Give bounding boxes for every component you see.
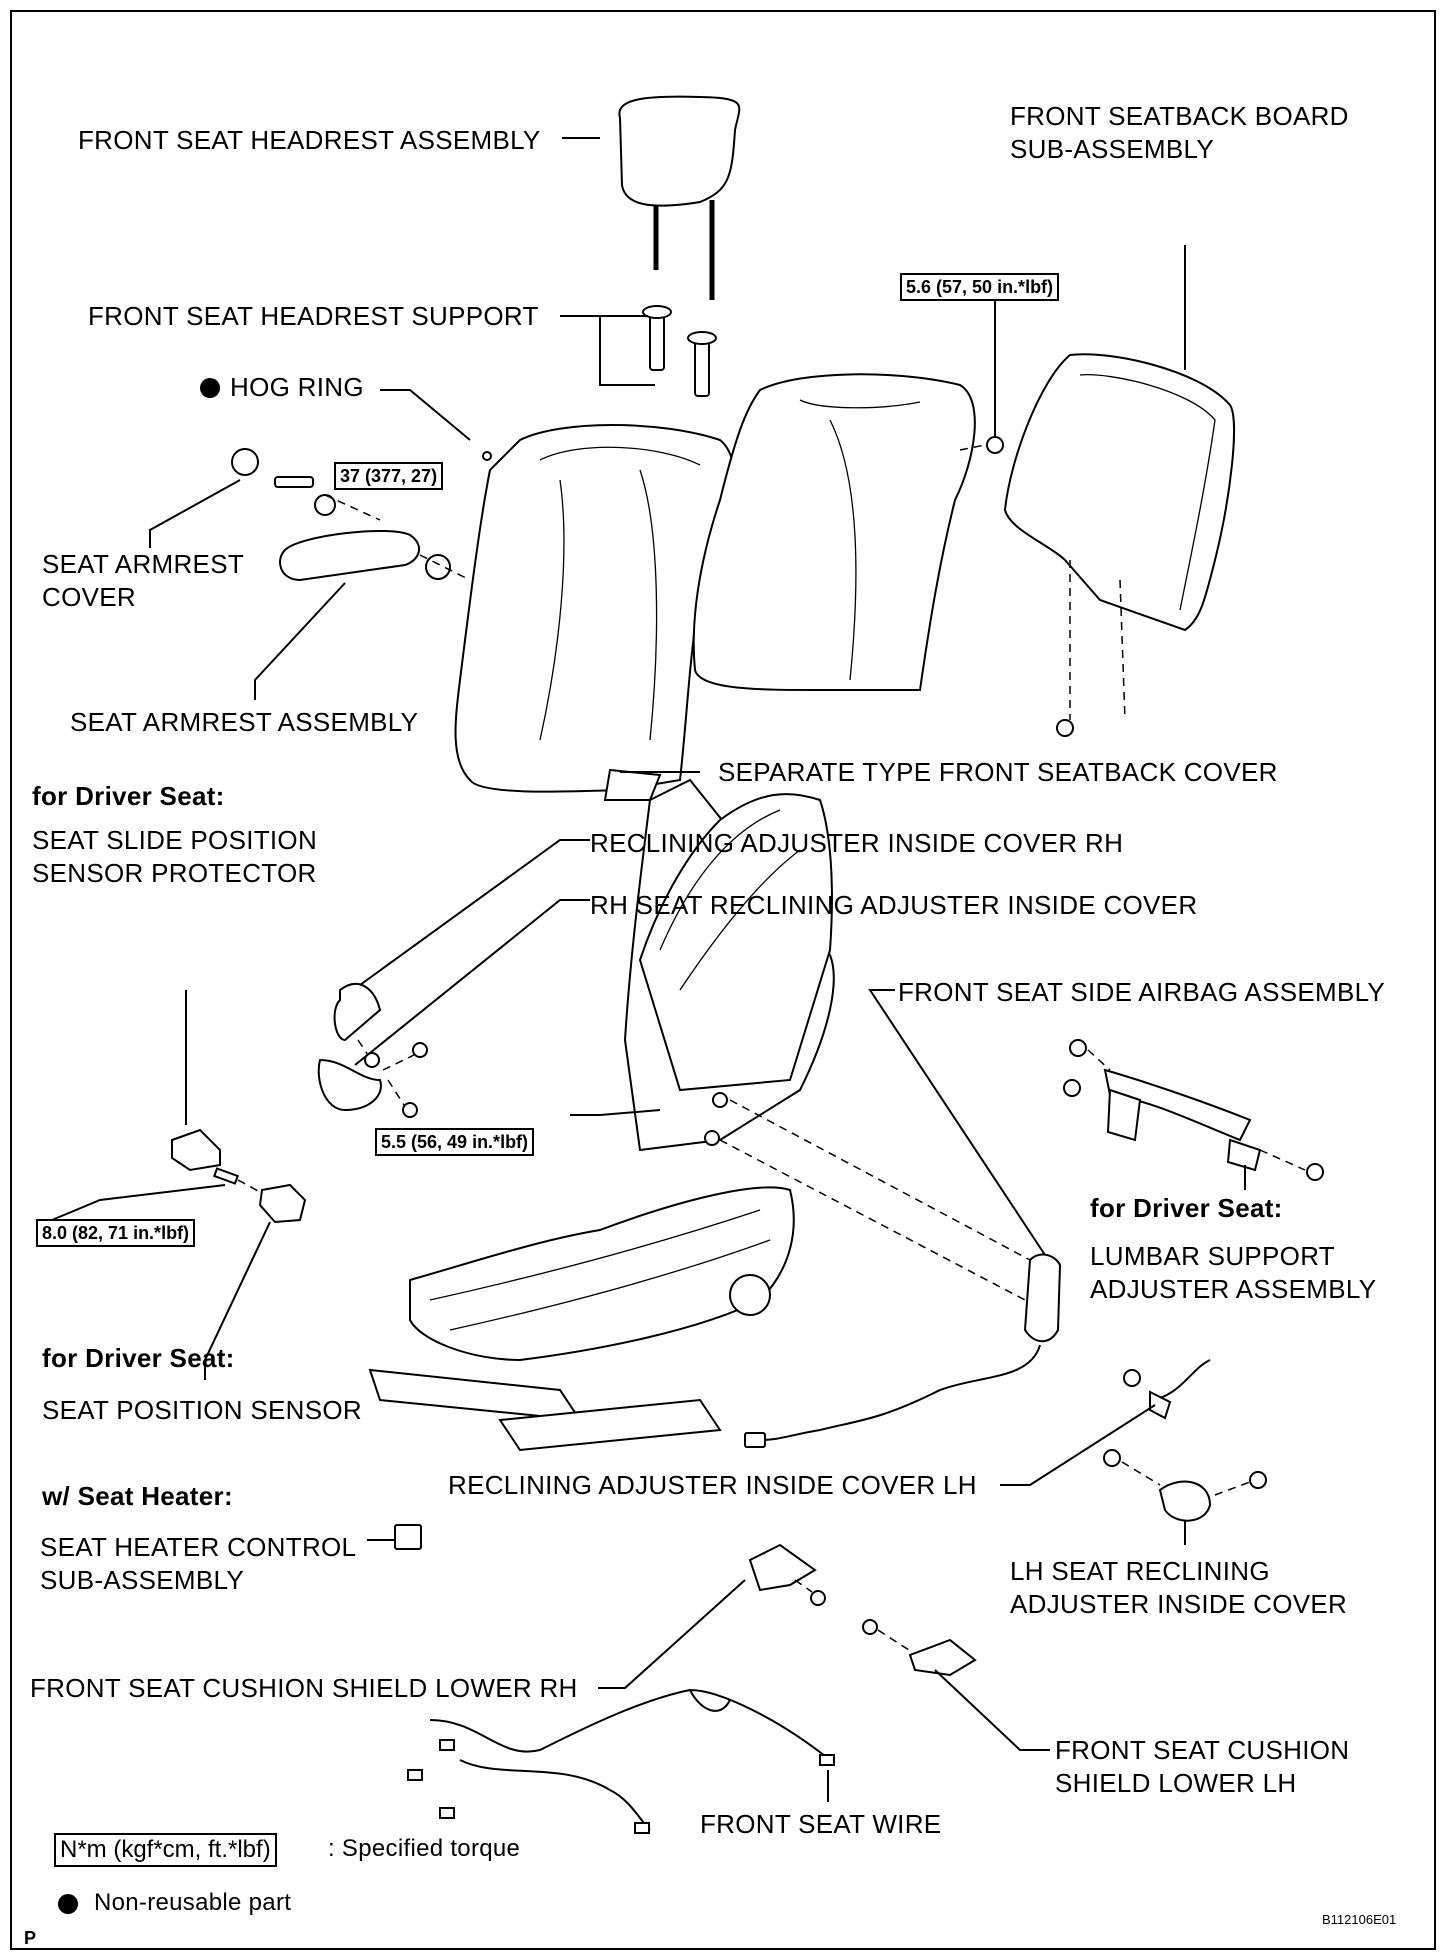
- label-side-airbag: FRONT SEAT SIDE AIRBAG ASSEMBLY: [898, 977, 1386, 1007]
- legend-nonreusable-text: Non-reusable part: [94, 1889, 292, 1916]
- label-slide-protector-2: SENSOR PROTECTOR: [32, 858, 317, 888]
- seat-wire-drawing: [407, 1688, 835, 1834]
- torque-armrest: 37 (377, 27): [334, 462, 444, 490]
- torque-board: 5.6 (57, 50 in.*lbf): [900, 273, 1060, 301]
- diagram-frame: [10, 10, 1436, 1950]
- cushion-shield-lh-drawing: [862, 1619, 977, 1677]
- label-seat-heater-condition: w/ Seat Heater:: [42, 1481, 233, 1511]
- label-heater-control-1: SEAT HEATER CONTROL: [40, 1532, 357, 1562]
- headrest-drawing: [618, 95, 741, 300]
- slide-sensor-drawing: [171, 990, 307, 1224]
- cushion-shield-rh-drawing: [748, 1543, 826, 1606]
- label-armrest-cover-1: SEAT ARMREST: [42, 549, 245, 579]
- label-slide-protector-1: SEAT SLIDE POSITION: [32, 825, 318, 855]
- legend-torque-text: : Specified torque: [328, 1835, 521, 1862]
- label-recl-cover-lh: RECLINING ADJUSTER INSIDE COVER LH: [448, 1470, 977, 1500]
- nonreusable-dot-icon: [200, 378, 220, 398]
- label-lumbar-1: LUMBAR SUPPORT: [1090, 1241, 1335, 1271]
- label-seatback-board-1: FRONT SEATBACK BOARD: [1010, 101, 1349, 131]
- page-letter: P: [24, 1928, 37, 1948]
- label-recl-cover-rh: RECLINING ADJUSTER INSIDE COVER RH: [590, 828, 1124, 858]
- legend-dot-icon: [58, 1894, 78, 1914]
- label-driver-seat-3: for Driver Seat:: [42, 1343, 235, 1373]
- label-cushion-shield-rh: FRONT SEAT CUSHION SHIELD LOWER RH: [30, 1673, 578, 1703]
- label-cushion-shield-lh-1: FRONT SEAT CUSHION: [1055, 1735, 1350, 1765]
- legend-torque-box: N*m (kgf*cm, ft.*lbf): [54, 1833, 277, 1867]
- seatback-board-drawing: [1003, 353, 1235, 737]
- seatback-cover-drawing: [454, 424, 736, 801]
- label-driver-seat-2: for Driver Seat:: [1090, 1193, 1283, 1223]
- headrest-support-drawing: [642, 305, 717, 397]
- lh-recliner-cover-drawing: [1103, 1359, 1267, 1522]
- label-rh-recl-cover: RH SEAT RECLINING ADJUSTER INSIDE COVER: [590, 890, 1198, 920]
- label-headrest: FRONT SEAT HEADREST ASSEMBLY: [78, 125, 541, 155]
- recliner-cover-rh-drawing: [333, 983, 382, 1068]
- recliner-inside-cover-rh-drawing: [317, 1042, 428, 1118]
- label-seatback-board-2: SUB-ASSEMBLY: [1010, 134, 1214, 164]
- seatback-rear-drawing: [692, 373, 976, 691]
- label-lh-recl-cover-1: LH SEAT RECLINING: [1010, 1556, 1270, 1586]
- label-cushion-shield-lh-2: SHIELD LOWER LH: [1055, 1768, 1297, 1798]
- armrest-drawing: [231, 448, 471, 582]
- label-lumbar-2: ADJUSTER ASSEMBLY: [1090, 1274, 1377, 1304]
- label-headrest-support: FRONT SEAT HEADREST SUPPORT: [88, 301, 539, 331]
- seat-heater-control-drawing: [394, 1524, 422, 1550]
- label-driver-seat-1: for Driver Seat:: [32, 781, 225, 811]
- seat-frame-drawing: [368, 778, 835, 1452]
- figure-code: B112106E01: [1322, 1912, 1397, 1927]
- label-lh-recl-cover-2: ADJUSTER INSIDE COVER: [1010, 1589, 1348, 1619]
- label-armrest-assembly: SEAT ARMREST ASSEMBLY: [70, 707, 419, 737]
- label-seatback-cover: SEPARATE TYPE FRONT SEATBACK COVER: [718, 757, 1278, 787]
- side-airbag-drawing: [744, 1253, 1062, 1448]
- label-seat-position-sensor: SEAT POSITION SENSOR: [42, 1395, 362, 1425]
- label-armrest-cover-2: COVER: [42, 582, 136, 612]
- label-hog-ring: HOG RING: [230, 372, 364, 402]
- torque-recliner: 5.5 (56, 49 in.*lbf): [375, 1128, 535, 1156]
- torque-sensor: 8.0 (82, 71 in.*lbf): [36, 1219, 196, 1247]
- label-seat-wire: FRONT SEAT WIRE: [700, 1809, 942, 1839]
- lumbar-adjuster-drawing: [1063, 1039, 1324, 1181]
- label-heater-control-2: SUB-ASSEMBLY: [40, 1565, 244, 1595]
